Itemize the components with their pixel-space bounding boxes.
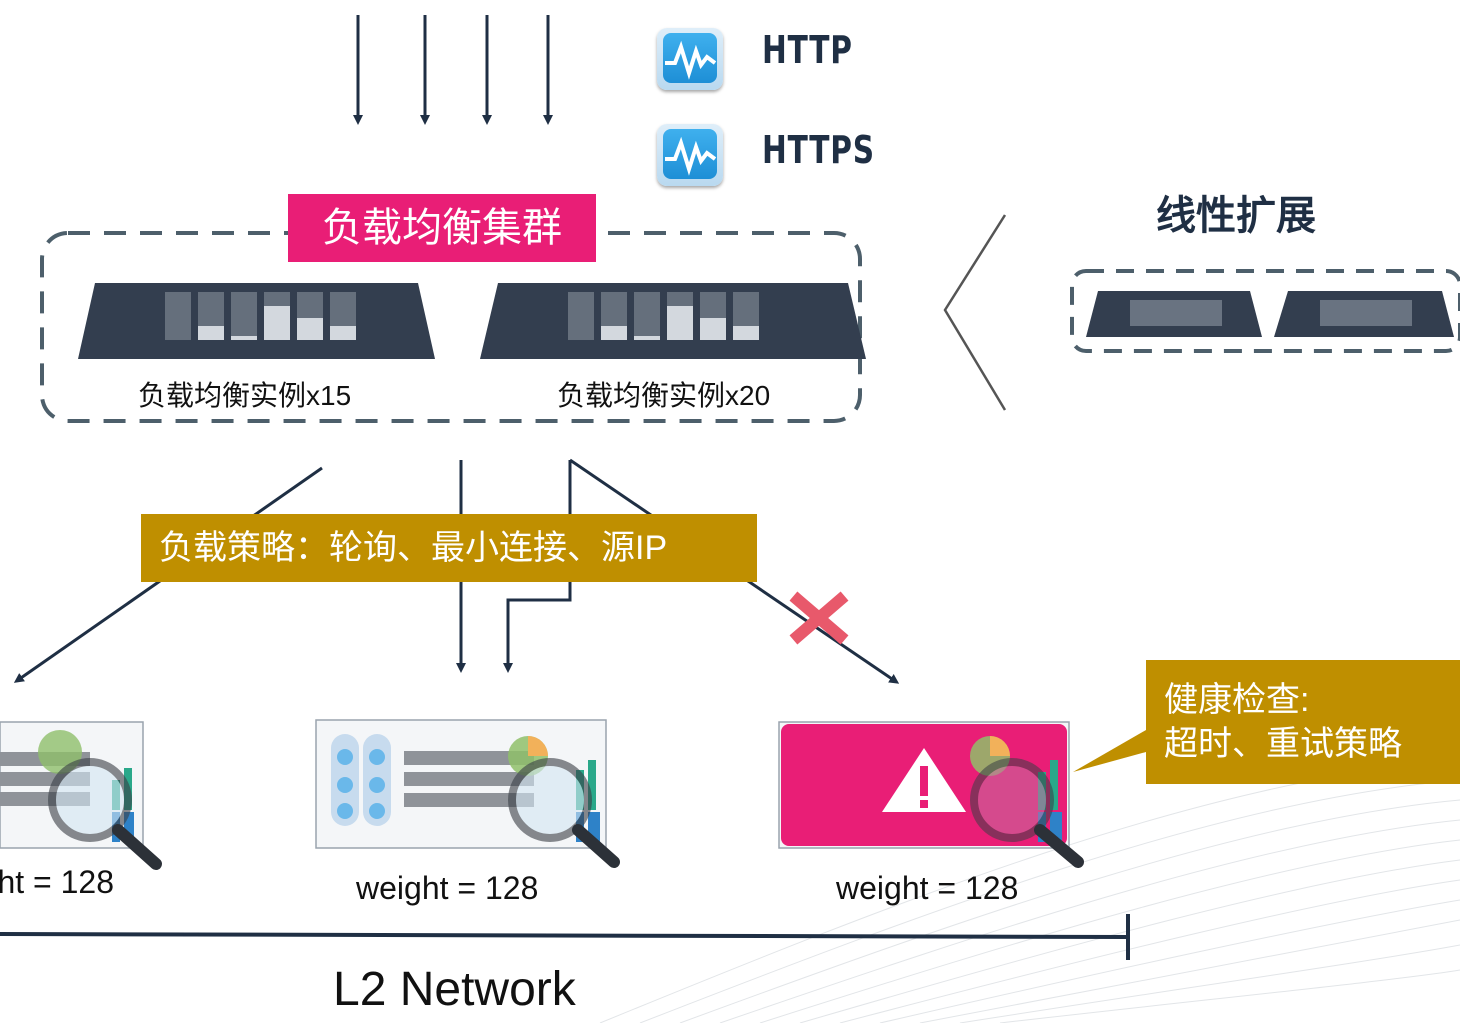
lb-instance-label-1: 负载均衡实例x15: [138, 380, 352, 411]
load-strategy-banner: 负载策略：轮询、最小连接、源IP: [141, 514, 757, 582]
backend-weight-2: weight = 128: [356, 870, 539, 906]
l2-network-label: L2 Network: [333, 963, 576, 1016]
health-check-detail: 超时、重试策略: [1164, 725, 1402, 763]
decorative-swoosh: [599, 759, 1460, 1023]
incoming-arrows: [353, 15, 553, 125]
expansion-chevron: [943, 214, 1007, 411]
cluster-title: 负载均衡集群: [288, 194, 596, 262]
l2-network-line: [0, 914, 1130, 960]
lb-instance-device-2: [480, 283, 866, 359]
backend-node-3: [778, 721, 1084, 868]
https-waveform-icon: [657, 124, 723, 186]
backend-weight-3: weight = 128: [836, 870, 1019, 906]
expansion-dashed-border: [1070, 269, 1460, 353]
http-waveform-icon: [657, 28, 723, 90]
expansion-device-1: [1086, 291, 1262, 337]
health-check-callout: 健康检查: 超时、重试策略: [1146, 660, 1460, 784]
health-callout-pointer: [1073, 730, 1146, 772]
backend-node-2: [315, 719, 620, 868]
failure-x-icon: [789, 591, 849, 645]
linear-expansion-label: 线性扩展: [1156, 194, 1316, 238]
lb-instance-label-2: 负载均衡实例x20: [557, 380, 771, 411]
expansion-device-2: [1274, 291, 1454, 337]
backend-weight-1: weight = 128: [0, 864, 114, 900]
backend-node-1: [0, 721, 162, 870]
https-label: HTTPS: [762, 128, 875, 172]
http-label: HTTP: [762, 28, 853, 72]
health-check-title: 健康检查:: [1164, 681, 1310, 719]
cluster-dashed-border: [40, 231, 862, 423]
lb-instance-device-1: [78, 283, 435, 359]
